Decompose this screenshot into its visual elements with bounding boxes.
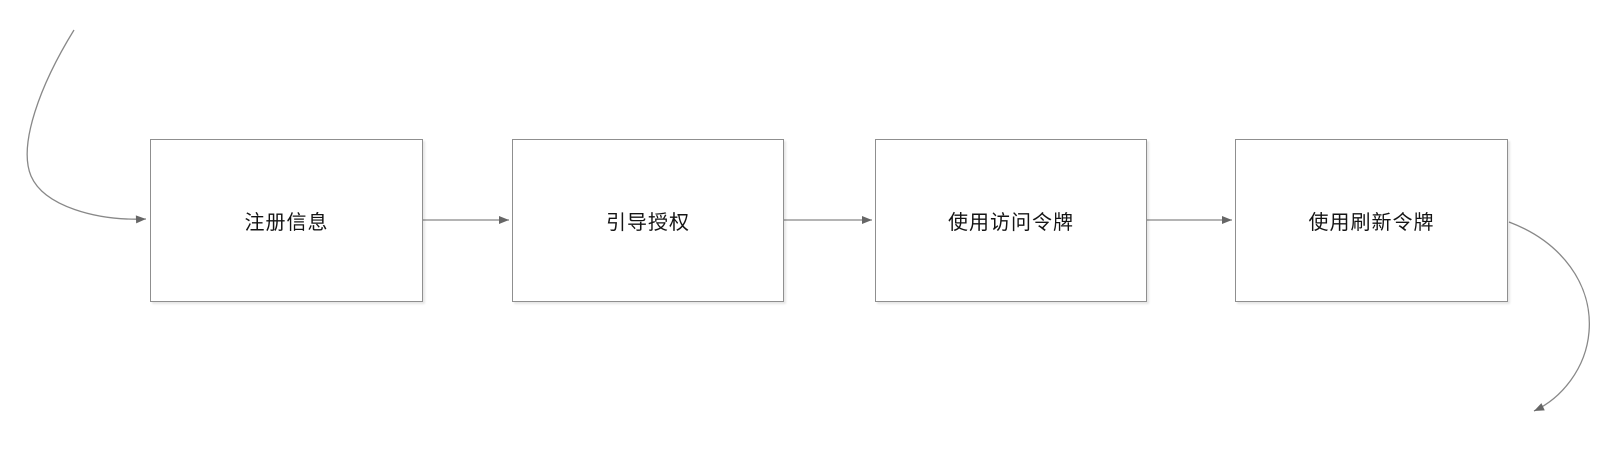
- flow-node-use-refresh-token[interactable]: 使用刷新令牌: [1235, 139, 1508, 302]
- node-label-register-info: 注册信息: [244, 212, 329, 234]
- node-label-use-refresh-token: 使用刷新令牌: [1308, 212, 1435, 234]
- flow-node-guide-auth[interactable]: 引导授权: [512, 139, 784, 302]
- flow-node-register-info[interactable]: 注册信息: [150, 139, 423, 302]
- flow-node-use-access-token[interactable]: 使用访问令牌: [875, 139, 1147, 302]
- node-label-use-access-token: 使用访问令牌: [948, 212, 1074, 234]
- exit-arrow: [1508, 221, 1590, 412]
- entry-arrow: [26, 29, 147, 224]
- node-label-guide-auth: 引导授权: [606, 212, 690, 234]
